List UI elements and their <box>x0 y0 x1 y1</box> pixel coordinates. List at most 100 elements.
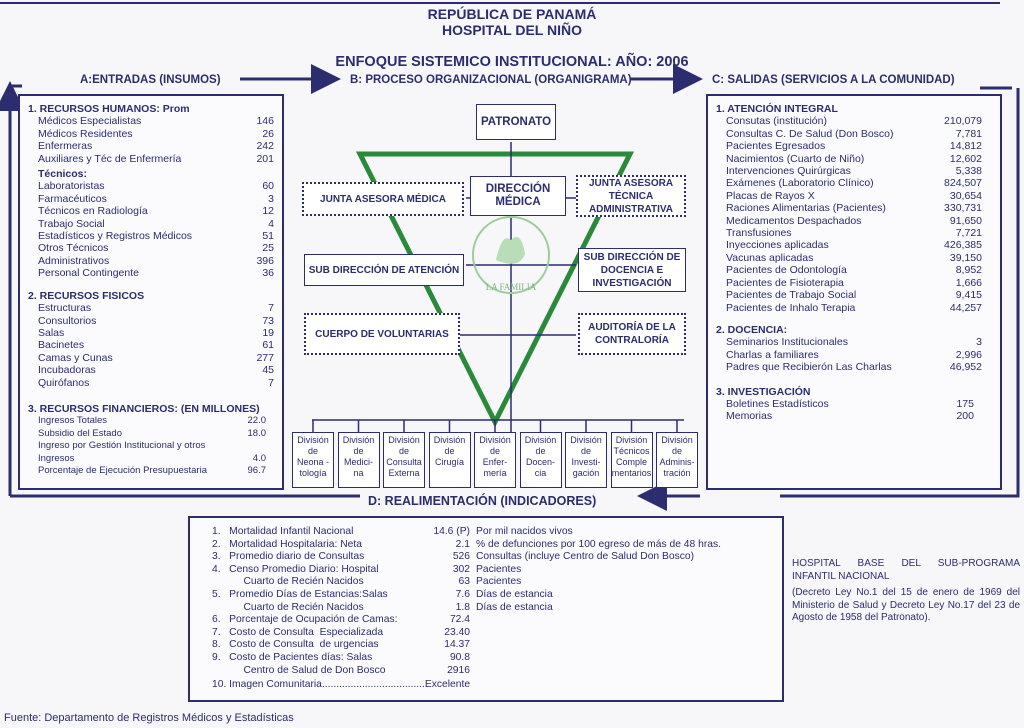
indicator-value: 14.6 (P) <box>433 526 470 537</box>
item-value: 26 <box>262 127 274 140</box>
item-value: 200 <box>956 410 974 423</box>
item-label: Quirófanos <box>38 376 90 389</box>
item-label: Nacimientos (Cuarto de Niño) <box>726 152 865 165</box>
indicator-value: 90.8 <box>449 651 470 663</box>
item-value: 201 <box>256 152 274 165</box>
indicator-label: 2. Mortalidad Hospitalaria: Neta <box>212 538 362 550</box>
indicator-desc: Por mil nacidos vivos <box>476 526 573 537</box>
item-label: Técnicos en Radiología <box>38 205 148 218</box>
indicator-desc: Pacientes <box>476 576 522 588</box>
section-b-title: B: PROCESO ORGANIZACIONAL (ORGANIGRAMA) <box>350 74 632 86</box>
item-label: Medicamentos Despachados <box>726 214 862 227</box>
item-label: Consultas C. De Salud (Don Bosco) <box>726 127 894 140</box>
item-label: Incubadoras <box>38 364 96 377</box>
rfin-title: 3. RECURSOS FINANCIEROS: (EN MILLONES) <box>28 402 260 415</box>
item-label: Pacientes de Trabajo Social <box>726 289 857 302</box>
indicator-imagen-comunitaria: 10. Imagen Comunitaria..................… <box>212 679 471 691</box>
item-value: 12,602 <box>949 152 982 165</box>
item-label: Placas de Rayos X <box>726 189 815 202</box>
item-value: 61 <box>262 339 274 352</box>
section-d-title: D: REALIMENTACIÓN (INDICADORES) <box>368 494 597 508</box>
item-label: Bacinetes <box>38 339 85 352</box>
list-item: Ingreso por Gestión Institucional y otro… <box>38 440 266 452</box>
doc-title: 2. DOCENCIA: <box>716 323 788 336</box>
list-item: Raciones Alimentarias (Pacientes)330,731 <box>726 202 982 214</box>
indicator-desc: Pacientes <box>476 563 522 575</box>
item-value: 3 <box>976 336 982 349</box>
indicator-label: 5. Promedio Días de Estancias:Salas <box>212 588 388 600</box>
item-value: 7,781 <box>955 127 982 140</box>
logo-text: LA FAMILIA <box>486 282 537 292</box>
list-item: Nacimientos (Cuarto de Niño) 12,602 <box>726 153 982 165</box>
item-value: 7 <box>268 376 274 389</box>
list-item: Ingresos 4.0 <box>38 453 266 465</box>
list-item: Quirófanos 7 <box>38 377 274 389</box>
indicator-value: 72.4 <box>449 614 470 626</box>
list-item: Exámenes (Laboratorio Clínico)824,507 <box>726 177 982 189</box>
division-box: División de Investi- gación <box>565 432 607 488</box>
item-value: 19 <box>262 326 274 339</box>
section-a-title: A:ENTRADAS (INSUMOS) <box>80 74 221 86</box>
division-box: División de Enfer- mería <box>474 432 516 488</box>
item-value: 4.0 <box>252 452 266 464</box>
item-label: Ingresos <box>38 452 75 464</box>
item-value: 91,650 <box>949 214 982 227</box>
indicator-desc: % de defunciones por 100 egreso de más d… <box>476 538 721 550</box>
item-label: Pacientes de Inhalo Terapia <box>726 301 856 314</box>
item-value: 3 <box>268 192 274 205</box>
tec-title: Técnicos: <box>38 168 88 181</box>
indicator-row: 6. Porcentaje de Ocupación de Camas: 72.4 <box>212 614 772 627</box>
division-connectors <box>312 419 684 432</box>
junta-medica-box: JUNTA ASESORA MÉDICA <box>302 182 464 216</box>
item-label: Porcentaje de Ejecución Presupuestaria <box>38 464 207 476</box>
division-box: División de Neona - tología <box>292 432 334 488</box>
item-label: Ingreso por Gestión Institucional y otro… <box>38 440 206 452</box>
item-value: 44,257 <box>949 301 982 314</box>
item-label: Estructuras <box>38 302 92 315</box>
item-label: Boletines Estadísticos <box>726 397 829 410</box>
indicator-desc: Días de estancia <box>476 601 553 613</box>
item-value: 73 <box>262 314 274 327</box>
item-value: 1,666 <box>955 276 982 289</box>
top-rule <box>0 2 1000 4</box>
indicator-label: 6. Porcentaje de Ocupación de Camas: <box>212 614 398 626</box>
green-triangle <box>355 151 635 428</box>
division-box: División de Docen- cia <box>519 432 562 488</box>
item-label: Charlas a familiares <box>726 348 819 361</box>
item-value: 12 <box>262 205 274 218</box>
item-label: Pacientes Egresados <box>726 140 826 153</box>
indicator-desc: Consultas (incluye Centro de Salud Don B… <box>476 551 695 563</box>
item-value: 277 <box>256 351 274 364</box>
item-value: 242 <box>256 140 274 153</box>
item-value: 4 <box>268 217 274 230</box>
indicator-value: 302 <box>452 563 470 575</box>
division-box: División Técnicos Comple mentarios <box>610 432 653 488</box>
item-value: 824,507 <box>944 177 982 190</box>
list-item: Consultas C. De Salud (Don Bosco) 7,781 <box>726 128 982 140</box>
indicator-value: 14.37 <box>444 639 470 651</box>
item-label: Farmacéuticos <box>38 192 107 205</box>
salidas-panel: 1. ATENCIÓN INTEGRAL Consutas (instituci… <box>706 94 1002 490</box>
org-triangle: LA FAMILIA <box>355 142 635 440</box>
indicator-value: 7.6 <box>455 588 470 600</box>
